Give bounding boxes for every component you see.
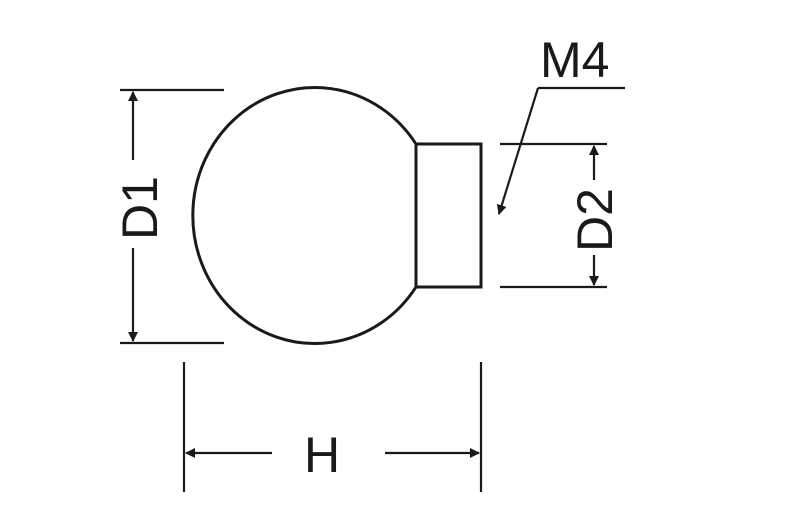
m4-label: M4 [540,32,609,88]
knob-ball-outline [191,86,418,345]
d1-label: D1 [112,176,168,240]
m4-leader-arrow [496,87,540,215]
knob-neck [414,142,483,289]
h-label: H [304,427,340,483]
d2-label: D2 [567,188,623,252]
